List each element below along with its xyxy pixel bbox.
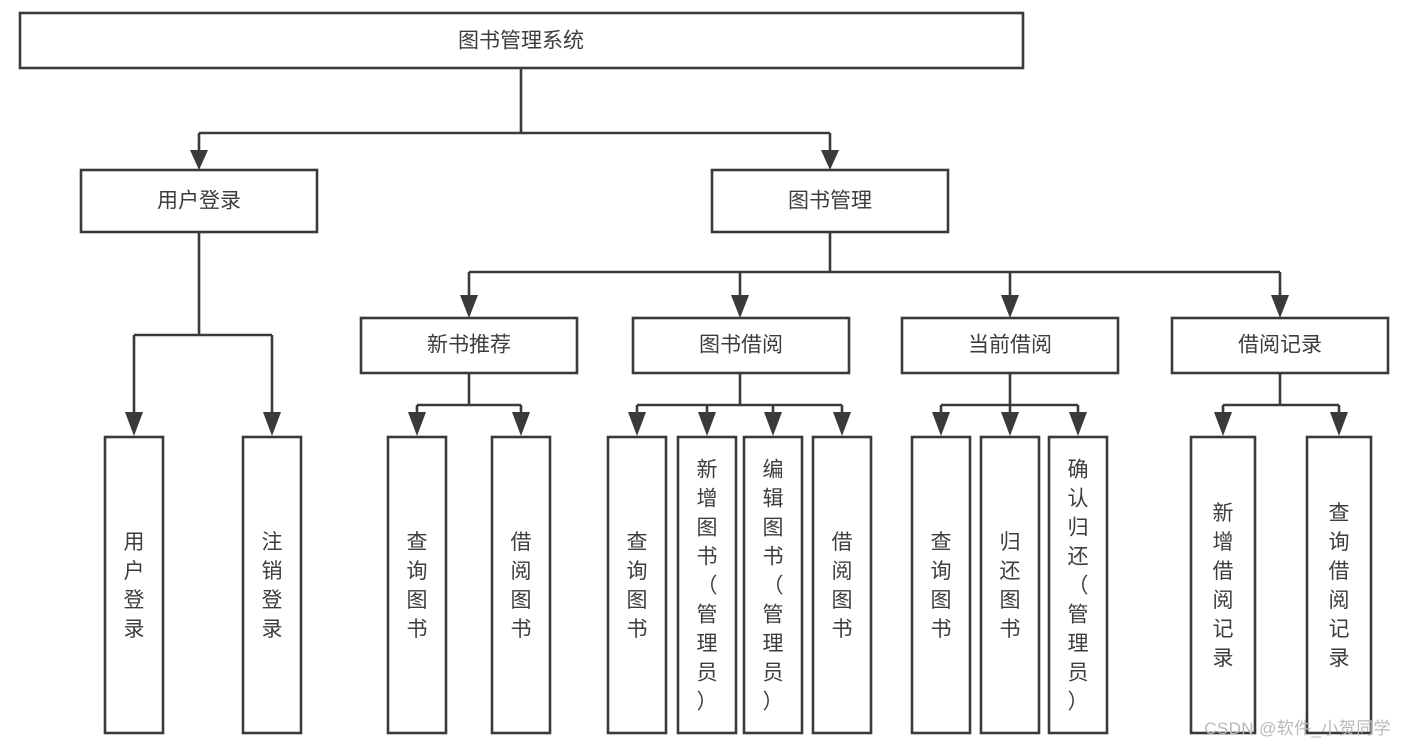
leaf-node[interactable]: 查询图书	[606, 435, 668, 735]
connector-group-borrow-record-to-leaves	[1214, 373, 1348, 436]
leaf-borrow-record-1-label: 新增借阅记录	[1213, 502, 1234, 670]
node-root-label: 图书管理系统	[458, 30, 584, 53]
arrowhead-leaf-user-login-2	[263, 412, 281, 436]
connector-group-root-to-level2	[190, 68, 839, 170]
connector-group-new-book-recommend-to-leaves	[408, 373, 530, 436]
leaf-borrow-record-2-label: 查询借阅记录	[1329, 502, 1350, 670]
leaf-book-borrow-1-box[interactable]	[606, 435, 668, 735]
arrowhead-book-borrow	[731, 295, 749, 318]
leaf-current-borrow-2-box[interactable]	[979, 435, 1041, 735]
node-user-login-label: 用户登录	[157, 190, 241, 213]
connector-group-user-login-to-leaves	[125, 232, 281, 436]
node-book-management-label: 图书管理	[788, 190, 872, 213]
leaf-book-borrow-2-label: 新增图书（管理员）	[697, 459, 718, 714]
leaf-node[interactable]: 确认归还（管理员）	[1047, 435, 1109, 735]
node-book-management[interactable]: 图书管理	[710, 168, 950, 234]
leaf-new-book-2-box[interactable]	[490, 435, 552, 735]
connector-group-book-borrow-to-leaves	[628, 373, 851, 436]
leaf-user-login-1-box[interactable]	[103, 435, 165, 735]
node-user-login[interactable]: 用户登录	[79, 168, 319, 234]
arrowhead-current-borrow	[1001, 295, 1019, 318]
leaf-node[interactable]: 查询图书	[386, 435, 448, 735]
arrowhead-leaf-current-borrow-3	[1069, 412, 1087, 436]
node-new-book-recommend[interactable]: 新书推荐	[359, 316, 579, 375]
node-book-borrow[interactable]: 图书借阅	[631, 316, 851, 375]
leaf-book-borrow-2-box[interactable]	[676, 435, 738, 735]
arrowhead-leaf-book-borrow-2	[698, 412, 716, 436]
leaf-new-book-1-label: 查询图书	[407, 531, 428, 641]
arrowhead-leaf-borrow-record-2	[1330, 412, 1348, 436]
node-borrow-record-box[interactable]	[1170, 316, 1390, 375]
leaf-user-login-1-label: 用户登录	[124, 531, 145, 641]
leaf-node[interactable]: 借阅图书	[490, 435, 552, 735]
node-current-borrow-box[interactable]	[900, 316, 1120, 375]
leaf-book-borrow-4-label: 借阅图书	[832, 531, 853, 641]
node-current-borrow-label: 当前借阅	[968, 334, 1052, 357]
leaf-borrow-record-2-box[interactable]	[1305, 435, 1373, 735]
node-user-login-box[interactable]	[79, 168, 319, 234]
arrowhead-user-login	[190, 150, 208, 170]
connector-group-book-mgmt-to-level3	[460, 232, 1289, 318]
leaf-new-book-1-box[interactable]	[386, 435, 448, 735]
leaf-book-borrow-3-box[interactable]	[742, 435, 804, 735]
leaf-node[interactable]: 新增图书（管理员）	[676, 435, 738, 735]
arrowhead-book-mgmt	[821, 150, 839, 170]
arrowhead-leaf-current-borrow-1	[932, 412, 950, 436]
leaf-book-borrow-4-box[interactable]	[811, 435, 873, 735]
leaf-node[interactable]: 编辑图书（管理员）	[742, 435, 804, 735]
leaf-node[interactable]: 注销登录	[241, 435, 303, 735]
node-book-borrow-box[interactable]	[631, 316, 851, 375]
leaf-current-borrow-3-label: 确认归还（管理员）	[1068, 459, 1089, 714]
leaf-current-borrow-2-label: 归还图书	[1000, 531, 1021, 641]
leaf-node[interactable]: 归还图书	[979, 435, 1041, 735]
leaf-node[interactable]: 查询借阅记录	[1305, 435, 1373, 735]
arrowhead-leaf-new-book-2	[512, 412, 530, 436]
leaf-node[interactable]: 新增借阅记录	[1189, 435, 1257, 735]
node-new-book-recommend-label: 新书推荐	[427, 334, 511, 357]
arrowhead-leaf-borrow-record-1	[1214, 412, 1232, 436]
node-borrow-record[interactable]: 借阅记录	[1170, 316, 1390, 375]
leaf-current-borrow-1-box[interactable]	[910, 435, 972, 735]
node-root-box[interactable]	[18, 11, 1025, 70]
arrowhead-leaf-book-borrow-4	[833, 412, 851, 436]
arrowhead-borrow-record	[1271, 295, 1289, 318]
node-root[interactable]: 图书管理系统	[18, 11, 1025, 70]
leaf-node[interactable]: 借阅图书	[811, 435, 873, 735]
leaf-book-borrow-1-label: 查询图书	[627, 531, 648, 641]
leaf-book-borrow-3-label: 编辑图书（管理员）	[763, 459, 784, 714]
leaf-node[interactable]: 用户登录	[103, 435, 165, 735]
node-book-borrow-label: 图书借阅	[699, 334, 783, 357]
leaf-new-book-2-label: 借阅图书	[511, 531, 532, 641]
leaf-user-login-2-label: 注销登录	[262, 531, 283, 641]
leaf-current-borrow-3-box[interactable]	[1047, 435, 1109, 735]
node-new-book-recommend-box[interactable]	[359, 316, 579, 375]
leaf-borrow-record-1-box[interactable]	[1189, 435, 1257, 735]
node-book-management-box[interactable]	[710, 168, 950, 234]
arrowhead-leaf-current-borrow-2	[1001, 412, 1019, 436]
leaf-node[interactable]: 查询图书	[910, 435, 972, 735]
arrowhead-new-book-recommend	[460, 295, 478, 318]
leaf-user-login-2-box[interactable]	[241, 435, 303, 735]
watermark-label: CSDN @软件_小贺同学	[1204, 719, 1391, 738]
arrowhead-leaf-book-borrow-1	[628, 412, 646, 436]
node-current-borrow[interactable]: 当前借阅	[900, 316, 1120, 375]
connector-group-current-borrow-to-leaves	[932, 373, 1087, 436]
arrowhead-leaf-user-login-1	[125, 412, 143, 436]
node-borrow-record-label: 借阅记录	[1238, 334, 1322, 357]
arrowhead-leaf-book-borrow-3	[764, 412, 782, 436]
leaf-current-borrow-1-label: 查询图书	[931, 531, 952, 641]
arrowhead-leaf-new-book-1	[408, 412, 426, 436]
